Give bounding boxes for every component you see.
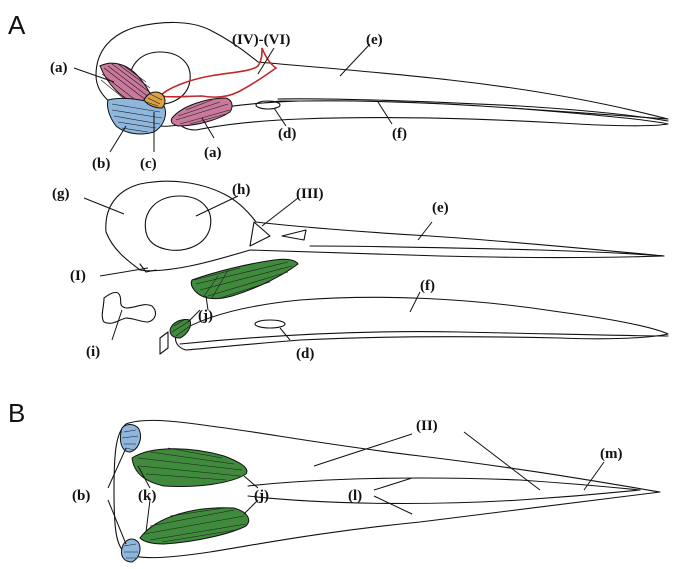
label-a-top-right: (a) [204,145,222,161]
label-e-middle: (e) [432,200,449,216]
label-e-top: (e) [366,32,383,48]
label-g: (g) [52,186,70,202]
label-h: (h) [232,182,250,198]
label-f-top: (f) [392,126,407,142]
panel-label-b: B [8,398,25,428]
label-i-roman: (I) [70,268,86,284]
lower-jaw-outline-2 [175,297,668,350]
label-d-top: (d) [278,126,296,142]
cranium-outline-2 [106,181,664,271]
muscle-b-blue-dorsal-bottom [121,539,140,562]
label-j-middle: (j) [198,308,213,324]
label-m: (m) [600,446,623,462]
label-a-top-left: (a) [50,60,68,76]
label-b-top: (b) [92,156,110,172]
panel-label-a: A [8,10,26,40]
label-c-top: (c) [140,156,157,172]
label-iv-vi: (IV)-(VI) [232,32,290,48]
label-b-dorsal: (b) [72,488,90,504]
label-i-bone: (i) [86,344,100,360]
label-k: (k) [138,488,156,504]
quadrate-bone-i [102,292,155,323]
label-iii: (III) [296,186,324,202]
label-f-middle: (f) [420,278,435,294]
label-j-dorsal: (j) [254,488,269,504]
muscle-j-green-large [191,259,298,298]
label-ii: (II) [416,418,438,434]
label-d-middle: (d) [296,346,314,362]
label-l: (l) [348,488,362,504]
muscle-j-large-fill [191,259,298,298]
